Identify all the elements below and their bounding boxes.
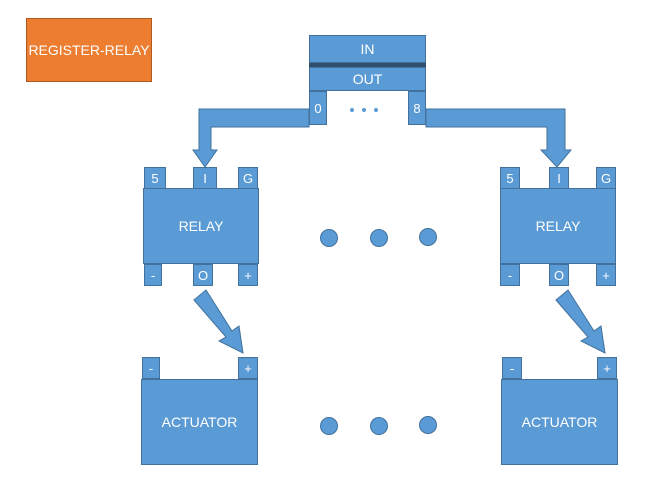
right-relay-pin-o: O bbox=[549, 264, 569, 286]
left-actuator-body: ACTUATOR bbox=[141, 379, 258, 465]
register-to-left-relay-arrow bbox=[192, 108, 310, 168]
right-relay-pin-5: 5 bbox=[500, 167, 520, 189]
relay-ellipsis-dot bbox=[370, 229, 388, 247]
right-actuator-pin-minus: - bbox=[502, 357, 522, 379]
right-relay-pin-minus: - bbox=[500, 264, 520, 286]
register-divider bbox=[309, 63, 426, 67]
register-relay-label: REGISTER-RELAY bbox=[26, 18, 152, 82]
register-out-section: OUT bbox=[309, 67, 426, 91]
actuator-ellipsis-dot bbox=[370, 417, 388, 435]
relay-ellipsis-dot bbox=[320, 229, 338, 247]
register-ellipsis-dot bbox=[350, 108, 354, 112]
left-relay-body: RELAY bbox=[143, 188, 259, 264]
right-relay-body: RELAY bbox=[500, 188, 616, 264]
register-pin-8: 8 bbox=[408, 91, 426, 125]
left-relay-to-actuator-arrow bbox=[193, 289, 244, 354]
left-relay-pin-i: I bbox=[193, 167, 217, 189]
left-relay-pin-o: O bbox=[193, 264, 213, 286]
left-relay-pin-plus: + bbox=[238, 264, 258, 286]
relay-ellipsis-dot bbox=[419, 228, 437, 246]
left-relay-pin-minus: - bbox=[144, 264, 162, 286]
right-actuator-body: ACTUATOR bbox=[501, 379, 618, 465]
register-ellipsis-dot bbox=[374, 108, 378, 112]
left-relay-pin-g: G bbox=[238, 167, 258, 189]
actuator-ellipsis-dot bbox=[320, 417, 338, 435]
right-actuator-pin-plus: + bbox=[597, 357, 617, 379]
left-actuator-pin-minus: - bbox=[142, 357, 160, 379]
left-relay-pin-5: 5 bbox=[144, 167, 166, 189]
right-relay-to-actuator-arrow bbox=[555, 289, 606, 354]
left-actuator-pin-plus: + bbox=[238, 357, 258, 379]
right-relay-pin-plus: + bbox=[596, 264, 616, 286]
register-to-right-relay-arrow bbox=[425, 108, 573, 168]
right-relay-pin-i: I bbox=[549, 167, 569, 189]
register-in-section: IN bbox=[309, 35, 426, 63]
register-ellipsis-dot bbox=[362, 108, 366, 112]
register-pin-0: 0 bbox=[309, 91, 327, 125]
right-relay-pin-g: G bbox=[596, 167, 616, 189]
actuator-ellipsis-dot bbox=[419, 416, 437, 434]
